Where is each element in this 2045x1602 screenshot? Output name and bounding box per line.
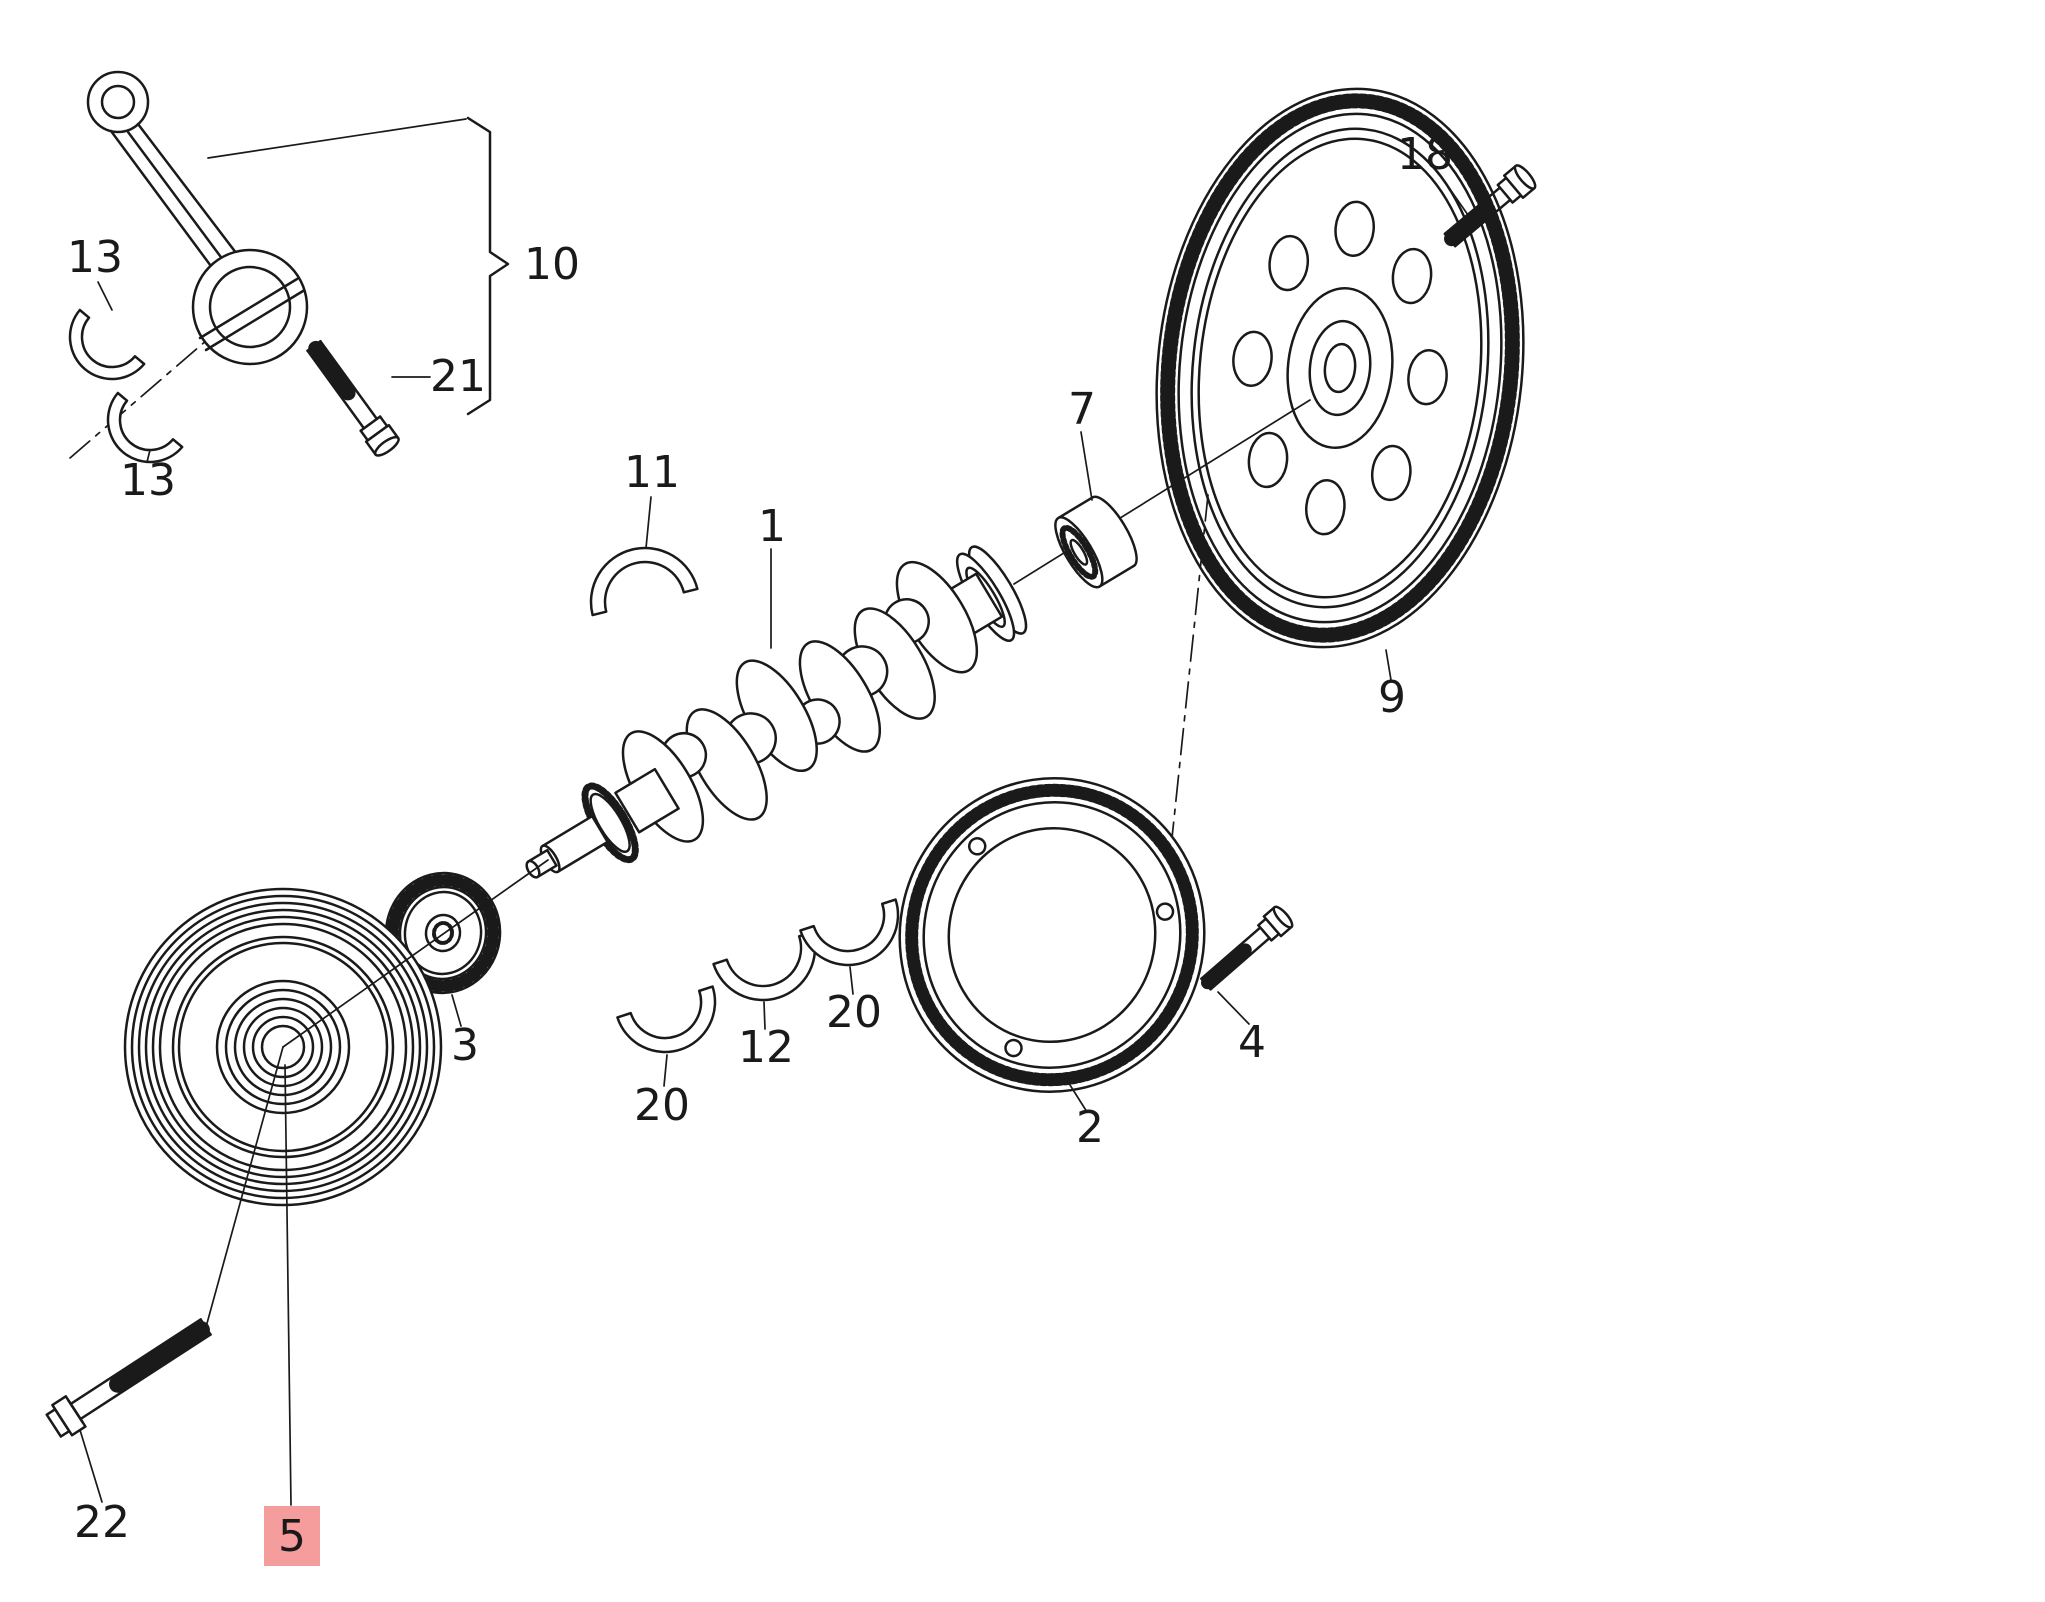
part-label-20[interactable]: 20 (826, 987, 882, 1038)
crankshaft-drawing (525, 545, 1028, 879)
part-label-1[interactable]: 1 (758, 501, 786, 552)
ring-gear-bolt-drawing (1200, 905, 1294, 991)
part-label-4[interactable]: 4 (1238, 1017, 1266, 1068)
label-leader-13b (146, 449, 151, 463)
label-leader-5 (284, 1064, 292, 1506)
part-label-22[interactable]: 22 (74, 1497, 130, 1548)
label-leader-9 (1385, 649, 1392, 681)
rod-assembly-bracket (466, 116, 510, 416)
label-leader-7 (1080, 431, 1093, 501)
label-leader-20a (663, 1054, 668, 1087)
bracket-connector-line (207, 118, 467, 159)
part-label-9[interactable]: 9 (1378, 672, 1406, 723)
part-labels: 13 13 10 21 11 1 7 18 9 3 20 12 20 2 4 2… (67, 129, 1453, 1566)
leader-lines (79, 171, 1469, 1506)
pilot-bearing-drawing (1054, 495, 1138, 589)
rod-bolt-drawing (306, 340, 400, 457)
label-leader-13a (97, 281, 113, 311)
part-label-10[interactable]: 10 (524, 239, 580, 290)
flywheel-drawing (1155, 87, 1525, 649)
main-bearing-shell-drawing (589, 546, 699, 617)
label-leader-11 (645, 496, 652, 549)
part-label-20[interactable]: 20 (634, 1080, 690, 1131)
pulley-bolt-drawing (45, 1318, 213, 1438)
ring-gear-drawing (898, 777, 1206, 1093)
part-label-2[interactable]: 2 (1076, 1102, 1104, 1153)
flywheel-bolt-drawing (1443, 164, 1537, 248)
highlight-5 (264, 1506, 320, 1566)
thrust-washer-drawing (616, 985, 717, 1054)
label-leader-20b (849, 966, 854, 995)
part-label-18[interactable]: 18 (1397, 129, 1453, 180)
connecting-rod-drawing (86, 70, 309, 366)
part-label-13[interactable]: 13 (120, 455, 176, 506)
part-label-13[interactable]: 13 (67, 232, 123, 283)
bolt-pulley-axis-line (205, 1046, 284, 1328)
part-label-12[interactable]: 12 (738, 1022, 794, 1073)
label-leader-18 (1437, 171, 1469, 216)
thrust-washer-drawing (799, 898, 900, 967)
label-leader-22 (79, 1429, 103, 1503)
label-leader-12 (763, 1001, 766, 1030)
label-leader-2 (1069, 1084, 1088, 1113)
label-leader-4 (1217, 991, 1250, 1025)
pulley-crankshaft-axis-line (282, 859, 549, 1048)
flywheel-ringgear-centerline (1171, 494, 1209, 839)
part-label-3[interactable]: 3 (451, 1020, 479, 1071)
label-leader-3 (451, 994, 462, 1027)
part-label-7[interactable]: 7 (1068, 384, 1096, 435)
part-label-11[interactable]: 11 (624, 447, 680, 498)
part-label-5-highlighted[interactable]: 5 (278, 1511, 306, 1562)
part-label-21[interactable]: 21 (430, 351, 486, 402)
rod-bearing-shell-drawing (68, 308, 146, 381)
